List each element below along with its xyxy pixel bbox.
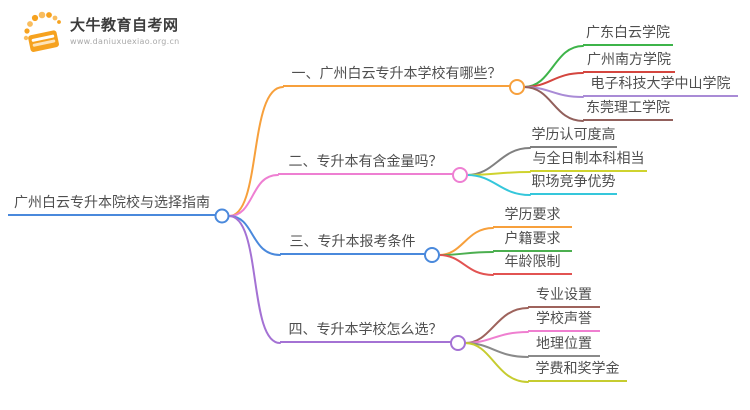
child-node-2-3[interactable]: 职场竞争优势 (530, 172, 617, 195)
child-node-2-2[interactable]: 与全日制本科相当 (530, 149, 647, 172)
link-branch3-child1 (438, 227, 494, 256)
child-node-1-3[interactable]: 电子科技大学中山学院 (583, 74, 738, 97)
link-branch1-child4 (523, 86, 584, 122)
root-node-circle[interactable] (214, 208, 230, 224)
child-node-4-3[interactable]: 地理位置 (528, 334, 600, 357)
link-branch3-child3 (438, 254, 494, 276)
child-node-4-2[interactable]: 学校声誉 (528, 309, 600, 332)
link-branch2-child1 (466, 147, 531, 176)
branch4-node-circle[interactable] (450, 335, 466, 351)
branch2-node-circle[interactable] (452, 167, 468, 183)
link-branch2-child3 (466, 174, 531, 196)
link-root-branch2 (228, 174, 279, 217)
link-branch1-child1 (523, 45, 584, 88)
branch3-node-circle[interactable] (424, 247, 440, 263)
logo-text: 大牛教育自考网 www.daniuxuexiao.org.cn (70, 14, 180, 46)
logo-url: www.daniuxuexiao.org.cn (70, 37, 180, 46)
child-node-3-1[interactable]: 学历要求 (493, 205, 572, 228)
logo-book-icon (23, 11, 61, 52)
link-root-branch3 (228, 215, 281, 256)
child-node-3-2[interactable]: 户籍要求 (493, 229, 572, 252)
branch-node-4[interactable]: 四、专升本学校怎么选？ (280, 320, 451, 343)
child-node-1-4[interactable]: 东莞理工学院 (583, 98, 673, 121)
child-node-1-2[interactable]: 广州南方学院 (583, 50, 675, 73)
branch-node-2[interactable]: 二、专升本有含金量吗？ (278, 152, 453, 175)
branch-node-1[interactable]: 一、广州白云专升本学校有哪些？ (283, 64, 510, 87)
link-root-branch4 (228, 215, 281, 344)
child-node-4-4[interactable]: 学费和奖学金 (528, 359, 627, 382)
site-logo[interactable]: 大牛教育自考网 www.daniuxuexiao.org.cn (22, 8, 180, 52)
child-node-2-1[interactable]: 学历认可度高 (530, 125, 617, 148)
child-node-3-3[interactable]: 年龄限制 (493, 252, 572, 275)
root-node[interactable]: 广州白云专升本院校与选择指南 (8, 193, 216, 216)
link-branch4-child4 (464, 342, 529, 383)
child-node-1-1[interactable]: 广东白云学院 (583, 23, 673, 46)
logo-title: 大牛教育自考网 (70, 16, 179, 34)
branch1-node-circle[interactable] (509, 79, 525, 95)
child-node-4-1[interactable]: 专业设置 (528, 285, 600, 308)
link-root-branch1 (228, 86, 284, 217)
branch-node-3[interactable]: 三、专升本报考条件 (280, 232, 425, 255)
